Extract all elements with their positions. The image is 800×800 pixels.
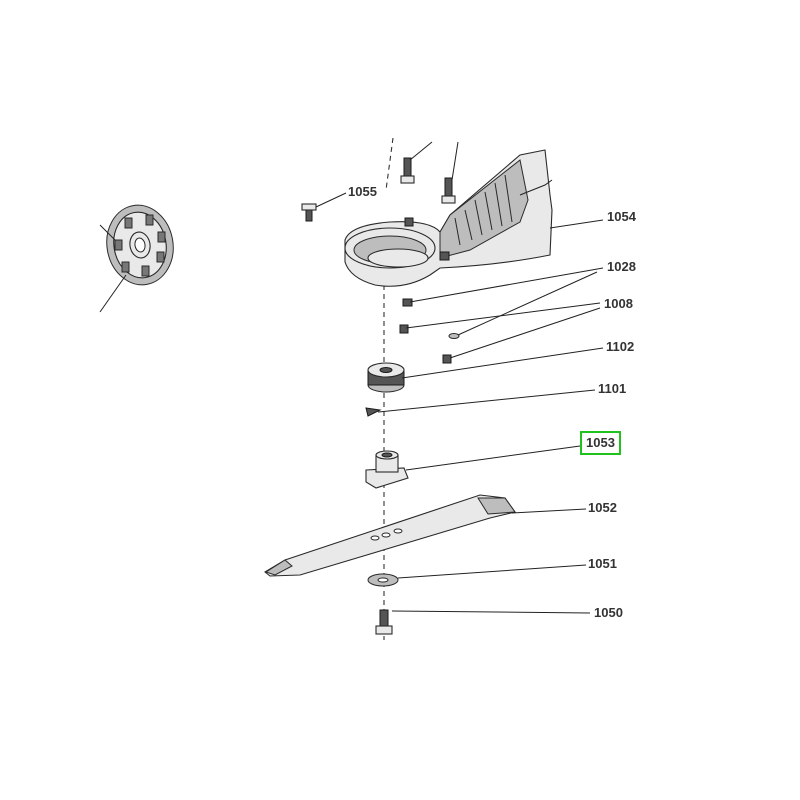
adapter-1053-drawing xyxy=(365,450,409,489)
blade-1052-drawing xyxy=(264,494,516,577)
part-label-1008[interactable]: 1008 xyxy=(604,296,633,311)
housing-drawing xyxy=(344,149,553,287)
part-label-1052[interactable]: 1052 xyxy=(588,500,617,515)
bolt-1050-drawing xyxy=(375,609,393,635)
fasteners-drawing xyxy=(399,298,460,364)
part-label-1050[interactable]: 1050 xyxy=(594,605,623,620)
leader-lines xyxy=(315,192,604,614)
part-label-1055[interactable]: 1055 xyxy=(348,184,377,199)
key-1101-drawing xyxy=(365,407,382,417)
part-label-1102[interactable]: 1102 xyxy=(606,339,635,354)
screw-1055-drawing xyxy=(301,203,317,222)
part-label-1053-highlighted[interactable]: 1053 xyxy=(580,431,621,455)
housing-bolts-drawing xyxy=(400,141,459,204)
wheel-hub-drawing xyxy=(99,204,174,313)
part-label-1054[interactable]: 1054 xyxy=(607,209,636,224)
part-label-1101[interactable]: 1101 xyxy=(598,381,627,396)
washer-1051-drawing xyxy=(367,573,399,587)
part-label-1028[interactable]: 1028 xyxy=(607,259,636,274)
part-label-1051[interactable]: 1051 xyxy=(588,556,617,571)
pulley-1102-drawing xyxy=(367,362,405,393)
